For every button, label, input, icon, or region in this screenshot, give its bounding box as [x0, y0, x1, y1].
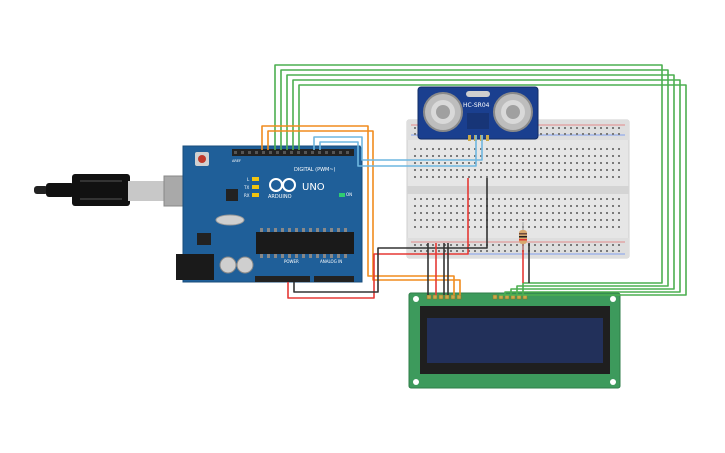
rx-label: RX [244, 193, 250, 198]
crystal [215, 214, 245, 226]
wire-red-power [287, 178, 469, 299]
hc-sr04-sensor[interactable]: HC-SR04 [417, 86, 539, 141]
atmega-chip [256, 232, 354, 254]
wire-green-1 [274, 64, 663, 295]
lcd-screen [427, 318, 603, 363]
arduino-uno-board[interactable]: DIGITAL (PWM~) AREF L TX RX ARDUINO UNO … [176, 145, 363, 283]
aref-label: AREF [232, 159, 241, 163]
lcd-16x2[interactable] [408, 292, 621, 389]
analog-label: ANALOG IN [320, 259, 342, 264]
breadboard[interactable] [406, 119, 630, 259]
resistor-icon [519, 222, 527, 250]
wire-orange-1 [261, 125, 455, 295]
digital-header-pins [234, 151, 349, 154]
wire-green-4 [292, 79, 681, 295]
arduino-model: UNO [302, 182, 325, 193]
voltage-regulator [197, 233, 211, 245]
wire-blue-2 [319, 135, 477, 167]
on-label: ON [346, 192, 352, 197]
wire-green-3 [286, 74, 675, 295]
analog-header [314, 276, 354, 282]
sensor-label: HC-SR04 [463, 102, 490, 109]
power-header [255, 276, 310, 282]
wires [261, 64, 687, 299]
wire-green-2 [280, 69, 669, 295]
breadboard-holes [414, 127, 620, 252]
arduino-infinity-logo-icon [269, 178, 296, 192]
tx-label: TX [243, 185, 249, 190]
arduino-brand: ARDUINO [268, 194, 292, 200]
digital-label: DIGITAL (PWM~) [294, 167, 336, 173]
l-label: L [247, 177, 250, 182]
power-label: POWER [284, 259, 299, 264]
wire-blue-1 [313, 135, 483, 161]
power-jack [176, 254, 214, 280]
wire-orange-2 [267, 130, 461, 295]
usb-cable-icon [34, 174, 199, 207]
wire-black-ground [293, 178, 488, 293]
capacitor [219, 256, 237, 274]
usb-chip [226, 189, 238, 201]
wire-green-5 [298, 84, 687, 296]
